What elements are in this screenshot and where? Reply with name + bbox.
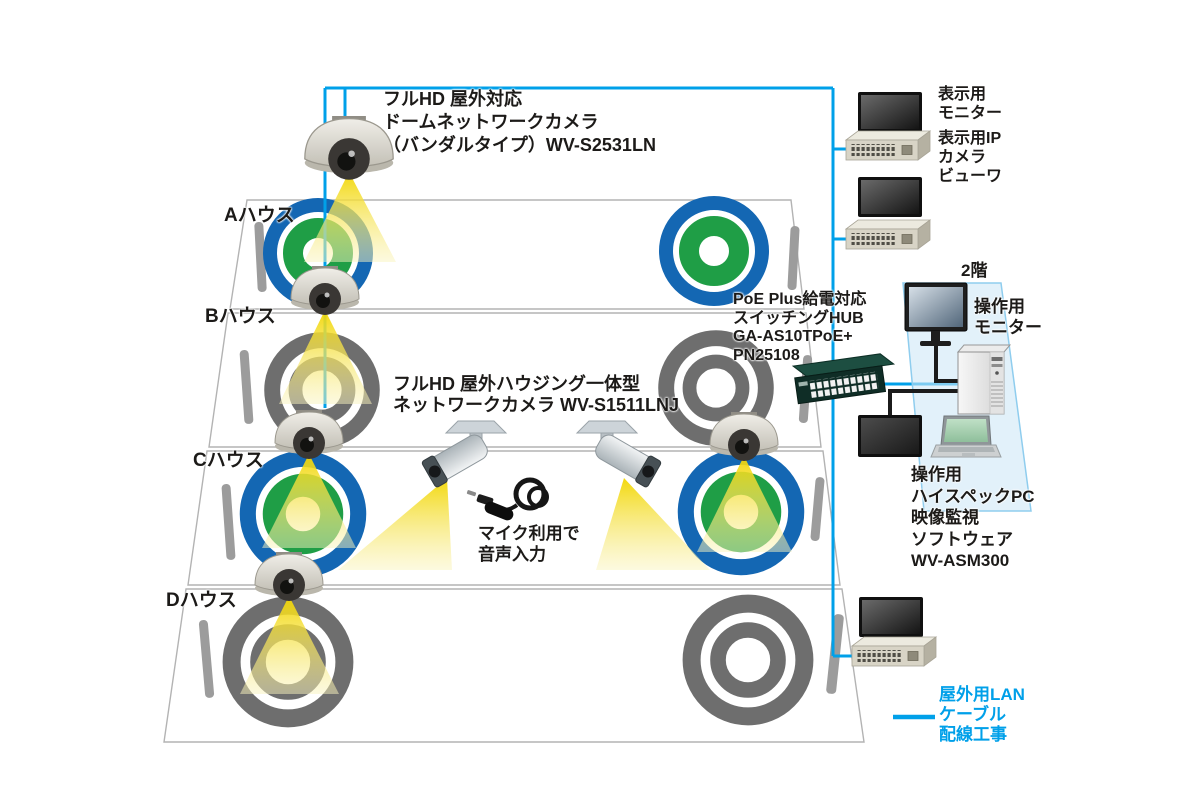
ip-viewer-box-2 bbox=[845, 219, 931, 250]
legend-label-line3: 配線工事 bbox=[939, 725, 1007, 744]
display-monitor-2 bbox=[858, 177, 922, 217]
display-monitor-3 bbox=[859, 597, 923, 637]
op-pc-label-line2: ハイスペックPC bbox=[911, 486, 1035, 506]
mic-label-line2: 音声入力 bbox=[478, 545, 546, 564]
display-monitor-1 bbox=[858, 92, 922, 132]
hub-label: PoE Plus給電対応 スイッチングHUB GA-AS10TPoE+ PN25… bbox=[733, 291, 866, 365]
dome-camera-label-line1: フルHD 屋外対応 bbox=[383, 89, 522, 109]
op-pc-label-line3: 映像監視 bbox=[911, 508, 979, 527]
bullet-camera-label: フルHD 屋外ハウジング一体型 ネットワークカメラ WV-S1511LNJ bbox=[393, 374, 679, 416]
ip-viewer-label-line3: ビューワ bbox=[938, 168, 1003, 185]
op-pc-label-line5: WV-ASM300 bbox=[911, 551, 1010, 570]
dome-camera-1 bbox=[304, 115, 394, 181]
op-pc-label-line4: ソフトウェア bbox=[911, 529, 1013, 549]
display-monitor-label-line1: 表示用 bbox=[938, 86, 987, 103]
ip-viewer-box-1 bbox=[845, 130, 931, 161]
bullet-camera-label-line2: ネットワークカメラ WV-S1511LNJ bbox=[393, 395, 680, 415]
bullet-camera-right bbox=[575, 420, 663, 489]
display-monitor-label: 表示用 モニター bbox=[938, 85, 1002, 123]
house-a-label: Aハウス bbox=[224, 205, 295, 226]
op-pc-label: 操作用 ハイスペックPC 映像監視 ソフトウェア WV-ASM300 bbox=[911, 464, 1035, 572]
ip-viewer-label-line2: カメラ bbox=[938, 149, 987, 166]
video-monitor bbox=[858, 415, 922, 457]
operation-monitor bbox=[904, 282, 968, 346]
dome-camera-label: フルHD 屋外対応 ドームネットワークカメラ （バンダルタイプ）WV-S2531… bbox=[383, 88, 656, 157]
house-c-label: Cハウス bbox=[193, 450, 264, 471]
hub-label-line2: スイッチングHUB bbox=[733, 309, 864, 327]
op-monitor-label-line2: モニター bbox=[974, 318, 1042, 337]
display-monitor-label-line2: モニター bbox=[938, 105, 1003, 122]
poe-switch bbox=[791, 353, 896, 405]
legend-label: 屋外用LAN ケーブル 配線工事 bbox=[939, 685, 1025, 745]
camera-light-cones bbox=[240, 172, 792, 694]
house-b-label: Bハウス bbox=[205, 306, 276, 327]
op-pc-label-line1: 操作用 bbox=[911, 465, 962, 484]
house-d-label: Dハウス bbox=[166, 590, 237, 611]
legend-label-line2: ケーブル bbox=[939, 705, 1006, 724]
hub-label-line1: PoE Plus給電対応 bbox=[733, 291, 867, 308]
dome-camera-label-line2: ドームネットワークカメラ bbox=[383, 112, 599, 132]
hub-label-line4: PN25108 bbox=[733, 346, 800, 364]
bullet-camera-label-line1: フルHD 屋外ハウジング一体型 bbox=[393, 374, 640, 394]
aisle-bars bbox=[198, 221, 844, 698]
ip-viewer-label: 表示用IP カメラ ビューワ bbox=[938, 129, 1002, 186]
op-monitor-label: 操作用 モニター bbox=[974, 296, 1042, 338]
ip-viewer-label-line1: 表示用IP bbox=[938, 130, 1002, 147]
op-monitor-label-line1: 操作用 bbox=[974, 297, 1025, 316]
monitor-cables bbox=[888, 331, 958, 416]
legend-label-line1: 屋外用LAN bbox=[939, 685, 1025, 704]
bullet-camera-left bbox=[420, 420, 508, 489]
mic-label-line1: マイク利用で bbox=[478, 524, 580, 543]
dome-camera-label-line3: （バンダルタイプ）WV-S2531LN bbox=[383, 135, 656, 155]
mic-label: マイク利用で 音声入力 bbox=[478, 523, 580, 565]
tower-pc bbox=[956, 344, 1012, 415]
ip-viewer-box-3 bbox=[851, 636, 937, 667]
floor2-label: 2階 bbox=[961, 261, 988, 280]
hub-label-line3: GA-AS10TPoE+ bbox=[733, 328, 853, 345]
laptop bbox=[930, 415, 1002, 458]
microphone bbox=[466, 477, 549, 521]
